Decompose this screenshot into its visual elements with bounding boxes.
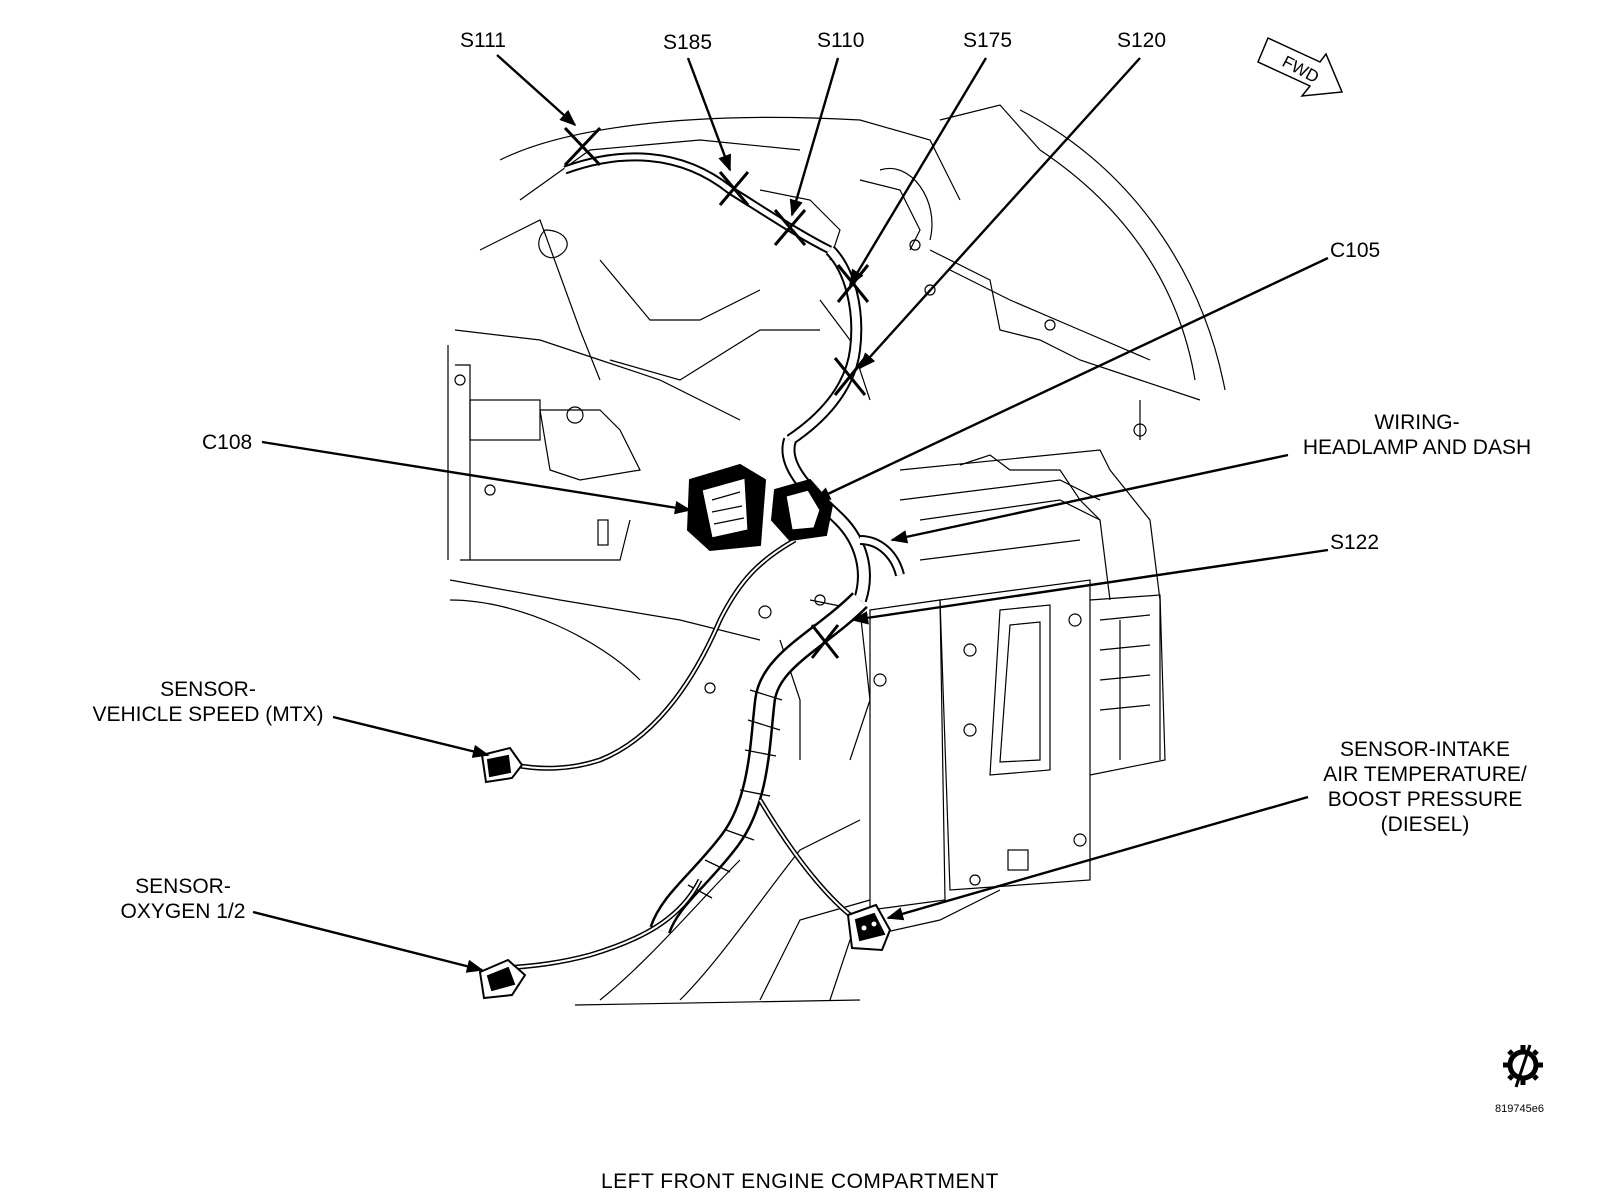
connector-c108 (686, 463, 767, 552)
leader-iat (886, 795, 1309, 921)
callout-sensor-oxygen: SENSOR- OXYGEN 1/2 (108, 874, 258, 924)
gear-slash-icon (1503, 1044, 1543, 1088)
leader-s111 (496, 54, 577, 127)
leader-vss (332, 715, 490, 758)
callout-wiring-line1: WIRING- (1374, 411, 1460, 434)
callout-sensor-vehicle-speed: SENSOR- VEHICLE SPEED (MTX) (78, 677, 338, 727)
leader-o2 (252, 910, 484, 973)
callout-vss-line2: VEHICLE SPEED (MTX) (92, 703, 324, 726)
callout-o2-line1: SENSOR- (135, 875, 231, 898)
callout-wiring-line2: HEADLAMP AND DASH (1302, 436, 1532, 459)
callout-c108: C108 (202, 431, 253, 454)
callout-sensor-intake-air-temp: SENSOR-INTAKE AIR TEMPERATURE/ BOOST PRE… (1310, 737, 1540, 837)
callout-s122: S122 (1330, 531, 1380, 554)
leader-s120 (858, 57, 1141, 370)
splice-s185-mark (718, 171, 750, 206)
callout-c105: C105 (1330, 239, 1381, 262)
callout-s175: S175 (963, 29, 1013, 52)
splice-marks (563, 126, 870, 659)
connector-o2 (478, 958, 527, 1000)
callout-s111: S111 (460, 29, 506, 52)
callout-iat-line3: BOOST PRESSURE (1327, 788, 1523, 811)
splice-s122-mark (810, 624, 840, 659)
callout-s120: S120 (1117, 29, 1167, 52)
connector-vss (480, 746, 524, 784)
leader-c108 (261, 440, 692, 515)
callout-s185: S185 (663, 31, 713, 54)
connector-c105 (770, 478, 834, 542)
vehicle-structure (447, 104, 1226, 1006)
callout-o2-line2: OXYGEN 1/2 (120, 900, 246, 923)
callout-iat-line2: AIR TEMPERATURE/ (1323, 763, 1527, 786)
leader-c105 (813, 256, 1329, 502)
callout-iat-line4: (DIESEL) (1380, 813, 1470, 836)
wiring-harness (504, 152, 905, 971)
splice-s110-mark (773, 209, 807, 246)
leader-s175 (848, 57, 988, 287)
connector-iat (846, 903, 892, 952)
callout-vss-line1: SENSOR- (160, 678, 256, 701)
leader-lines (252, 54, 1329, 973)
callout-s110: S110 (817, 29, 865, 52)
leader-s185 (686, 57, 732, 172)
callout-iat-line1: SENSOR-INTAKE (1340, 738, 1510, 761)
fwd-arrow-icon (1257, 36, 1344, 97)
leader-wiring (890, 453, 1289, 544)
callout-wiring-headlamp-dash: WIRING- HEADLAMP AND DASH (1292, 410, 1542, 460)
figure-caption: LEFT FRONT ENGINE COMPARTMENT (601, 1170, 999, 1193)
leader-s110 (789, 57, 840, 217)
splice-s111-mark (563, 126, 602, 167)
figure-id: 819745e6 (1495, 1103, 1544, 1115)
leader-s122 (851, 548, 1329, 625)
